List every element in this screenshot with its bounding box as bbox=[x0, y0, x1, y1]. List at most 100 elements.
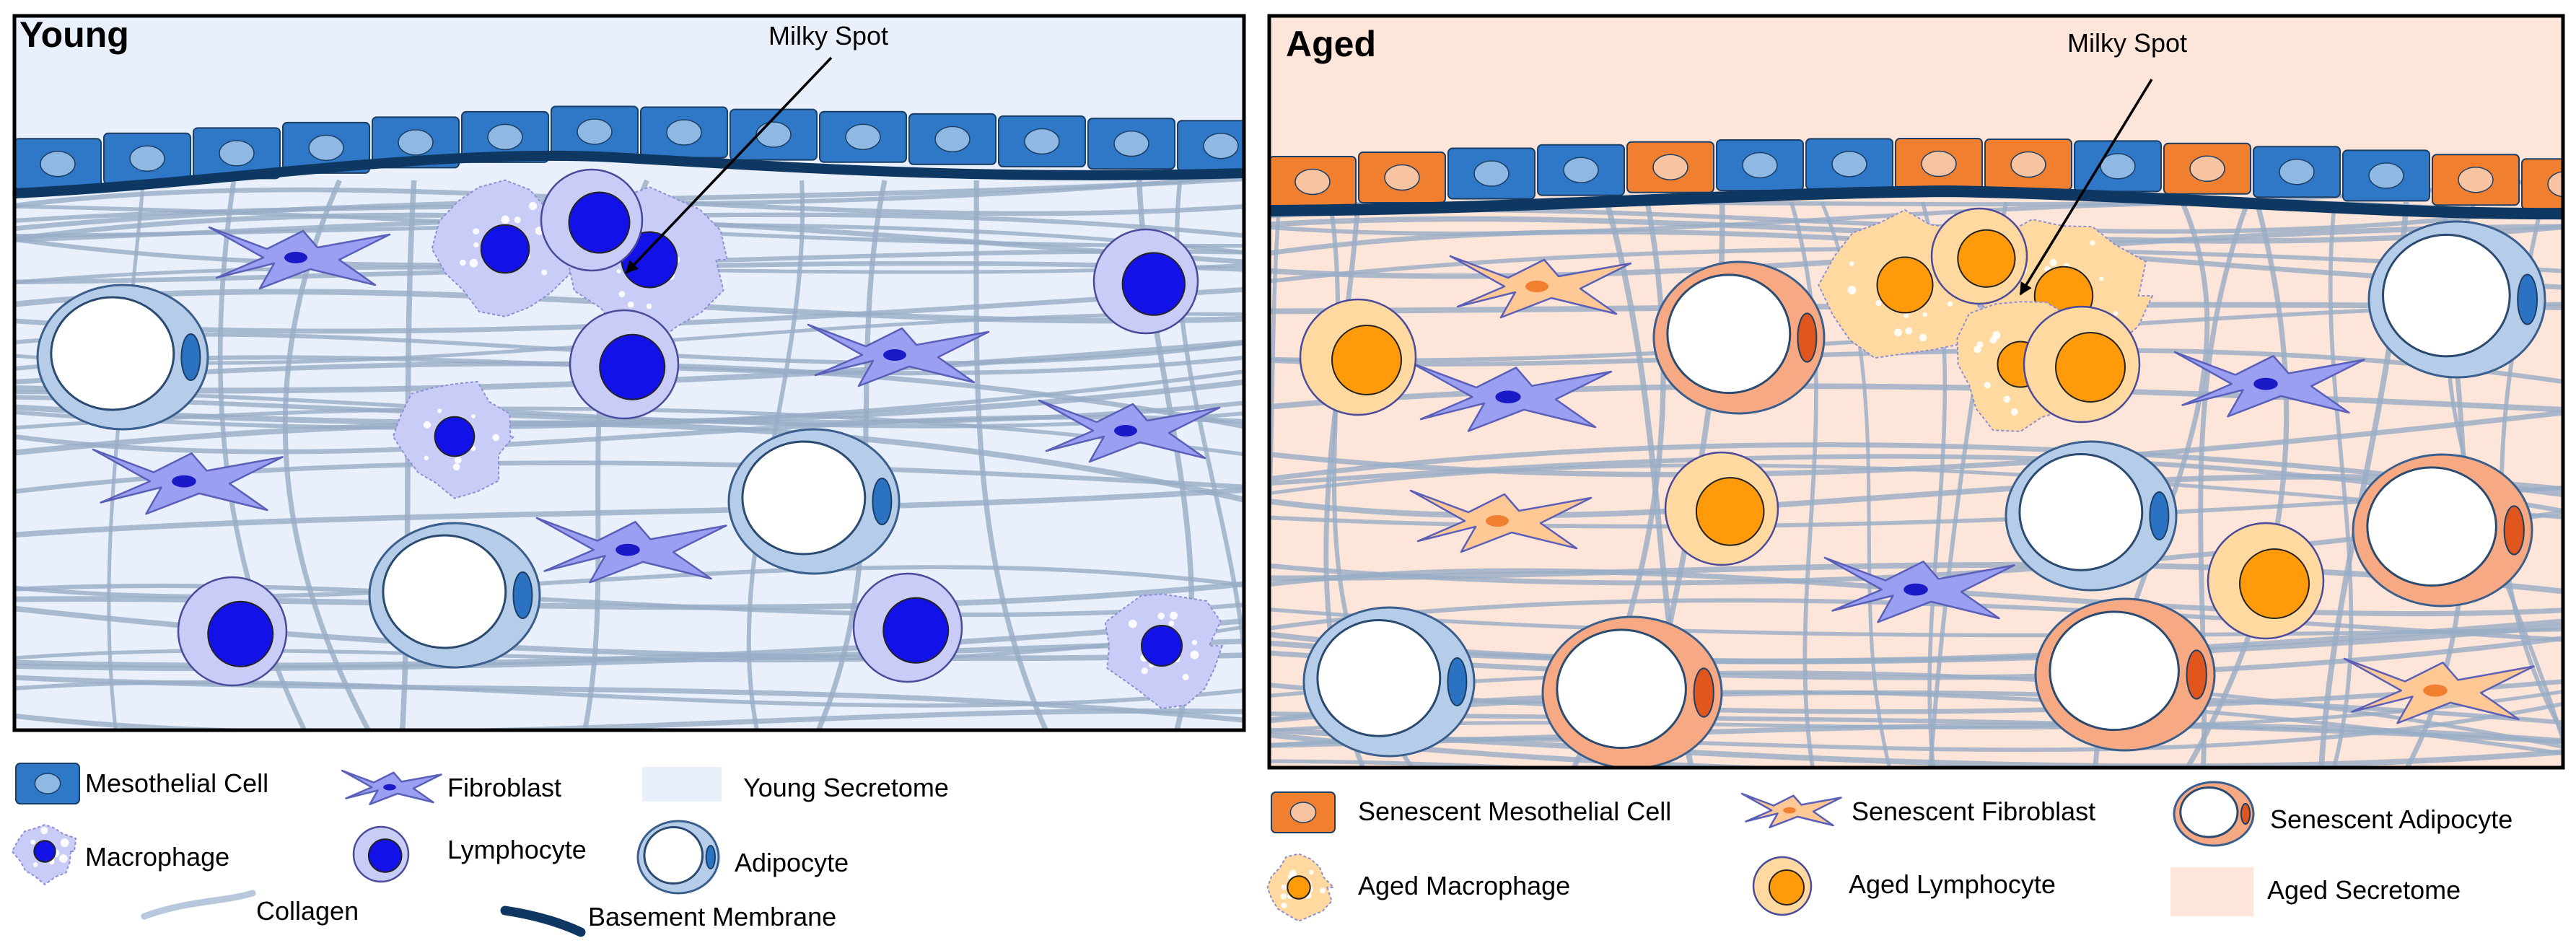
senescent-adipocyte-lipid bbox=[1556, 628, 1687, 750]
legend-macrophage-shape-granule bbox=[40, 827, 48, 835]
macrophage-nucleus bbox=[434, 416, 476, 457]
senescent-mesothelial-cell-nucleus bbox=[1294, 168, 1331, 196]
aged-legend: Senescent Mesothelial Cell Senescent Fib… bbox=[1266, 781, 2513, 922]
senescent-fibroblast-nucleus bbox=[1525, 281, 1548, 292]
senescent-adipocyte-nucleus bbox=[2503, 505, 2525, 556]
young-milky-spot-label: Milky Spot bbox=[768, 21, 888, 51]
young-legend: Mesothelial Cell Fibroblast Young Secret… bbox=[11, 763, 949, 937]
legend-fibroblast-label: Fibroblast bbox=[447, 773, 561, 802]
aged-macrophage-granule bbox=[2049, 258, 2057, 267]
collagen-fiber bbox=[14, 605, 1244, 662]
collagen-fiber bbox=[1269, 759, 1559, 768]
senescent-mesothelial-cell-nucleus bbox=[2547, 171, 2563, 198]
legend-mesothelial-cell-icon bbox=[15, 763, 80, 804]
fibroblast-nucleus bbox=[615, 543, 640, 556]
legend-senescent-mesothelial-cell-label: Senescent Mesothelial Cell bbox=[1358, 797, 1671, 826]
aged-macrophage-granule bbox=[2113, 310, 2119, 316]
legend-macrophage-label: Macrophage bbox=[85, 842, 229, 872]
macrophage-granule bbox=[473, 242, 479, 248]
adipocyte-lipid bbox=[2382, 233, 2511, 358]
legend-fibroblast-shape-nucleus bbox=[383, 784, 396, 791]
macrophage-granule bbox=[454, 456, 462, 464]
mesothelial-cell-nucleus bbox=[1563, 157, 1599, 183]
mesothelial-cell-nucleus bbox=[219, 140, 255, 167]
aged-macrophage-granule bbox=[1922, 312, 1927, 317]
aged-macrophage-granule bbox=[1849, 261, 1854, 266]
collagen-fiber bbox=[14, 708, 1244, 730]
legend-aged-macrophage-icon bbox=[1266, 853, 1336, 922]
collagen-fiber bbox=[2198, 201, 2250, 768]
lymphocyte-nucleus bbox=[207, 600, 274, 667]
legend-fibroblast-icon bbox=[341, 769, 442, 805]
macrophage-granule bbox=[469, 258, 478, 268]
young-milky-spot-arrow bbox=[625, 56, 833, 274]
legend-collagen-line bbox=[141, 890, 256, 920]
legend-macrophage-shape-nucleus bbox=[33, 840, 56, 863]
senescent-adipocyte-lipid bbox=[1666, 273, 1792, 395]
macrophage-granule bbox=[501, 215, 510, 224]
collagen-fiber bbox=[14, 675, 1244, 723]
senescent-adipocyte-nucleus bbox=[1693, 667, 1714, 718]
legend-aged-macrophage-shape-nucleus bbox=[1287, 875, 1311, 900]
collagen-fiber bbox=[1269, 442, 2563, 498]
senescent-mesothelial-cell-nucleus bbox=[1652, 154, 1688, 181]
legend-macrophage-shape-granule bbox=[60, 838, 69, 848]
fibroblast-nucleus bbox=[1903, 583, 1928, 596]
aged-basement-membrane bbox=[1269, 185, 2563, 220]
macrophage-granule bbox=[423, 421, 431, 429]
macrophage-granule bbox=[618, 291, 626, 298]
macrophage-granule bbox=[627, 301, 634, 308]
macrophage-granule bbox=[452, 463, 460, 471]
senescent-mesothelial-cell-nucleus bbox=[1384, 164, 1420, 191]
macrophage-granule bbox=[1190, 650, 1199, 659]
aged-macrophage-granule bbox=[1893, 328, 1902, 337]
legend-aged-lymphocyte-icon bbox=[1752, 856, 1813, 916]
legend-aged-macrophage-shape-granule bbox=[1281, 884, 1287, 890]
fibroblast-nucleus bbox=[2253, 377, 2278, 390]
legend-macrophage-shape-granule bbox=[58, 854, 68, 863]
legend-adipocyte-shape-nucleus bbox=[705, 845, 716, 869]
macrophage-granule bbox=[470, 413, 476, 418]
fibroblast-nucleus bbox=[284, 252, 307, 263]
mesothelial-cell-nucleus bbox=[40, 151, 76, 177]
legend-aged-lymphocyte-label: Aged Lymphocyte bbox=[1849, 869, 2056, 899]
aged-macrophage-granule bbox=[1947, 301, 1953, 307]
aged-macrophage-granule bbox=[1919, 333, 1927, 342]
collagen-fiber bbox=[2328, 201, 2354, 768]
fibroblast-nucleus bbox=[883, 349, 906, 361]
lymphocyte-nucleus bbox=[599, 333, 666, 400]
fibroblast-nucleus bbox=[1495, 390, 1521, 403]
aged-macrophage-granule bbox=[1989, 336, 1997, 344]
senescent-adipocyte-nucleus bbox=[1797, 312, 1818, 363]
collagen-fiber bbox=[14, 583, 1244, 618]
legend-basement-membrane-label: Basement Membrane bbox=[588, 902, 836, 931]
mesothelial-cell-nucleus bbox=[2368, 162, 2404, 189]
mesothelial-cell-nucleus bbox=[1831, 151, 1867, 177]
legend-macrophage-shape-granule bbox=[32, 862, 38, 867]
mesothelial-cell-nucleus bbox=[2279, 158, 2315, 185]
adipocyte-lipid bbox=[1316, 619, 1442, 737]
legend-aged-lymphocyte-shape-nucleus bbox=[1769, 869, 1805, 905]
legend-adipocyte-shape-lipid bbox=[643, 826, 704, 885]
aged-macrophage-granule bbox=[1984, 381, 1991, 389]
legend-mesothelial-cell-label: Mesothelial Cell bbox=[85, 768, 268, 798]
legend-senescent-fibroblast-shape-nucleus bbox=[1783, 807, 1796, 814]
adipocyte-lipid bbox=[741, 440, 867, 556]
aged-macrophage-granule bbox=[1847, 286, 1857, 295]
senescent-mesothelial-cell bbox=[2521, 158, 2563, 211]
legend-senescent-fibroblast-label: Senescent Fibroblast bbox=[1852, 797, 2095, 826]
aged-panel-title: Aged bbox=[1286, 24, 1376, 64]
fibroblast-nucleus bbox=[172, 475, 196, 488]
legend-senescent-fibroblast-icon bbox=[1740, 792, 1842, 828]
legend-senescent-adipocyte-shape-nucleus bbox=[2240, 802, 2251, 825]
legend-senescent-adipocyte-label: Senescent Adipocyte bbox=[2270, 804, 2513, 834]
senescent-adipocyte-lipid bbox=[2366, 466, 2497, 587]
aged-lymphocyte-nucleus bbox=[1331, 325, 1402, 395]
adipocyte-nucleus bbox=[2517, 273, 2538, 325]
legend-lymphocyte-label: Lymphocyte bbox=[447, 835, 587, 864]
legend-aged-macrophage-shape-granule bbox=[1280, 893, 1287, 900]
macrophage-granule bbox=[529, 201, 538, 211]
macrophage-granule bbox=[1168, 620, 1175, 626]
macrophage-granule bbox=[541, 269, 548, 276]
